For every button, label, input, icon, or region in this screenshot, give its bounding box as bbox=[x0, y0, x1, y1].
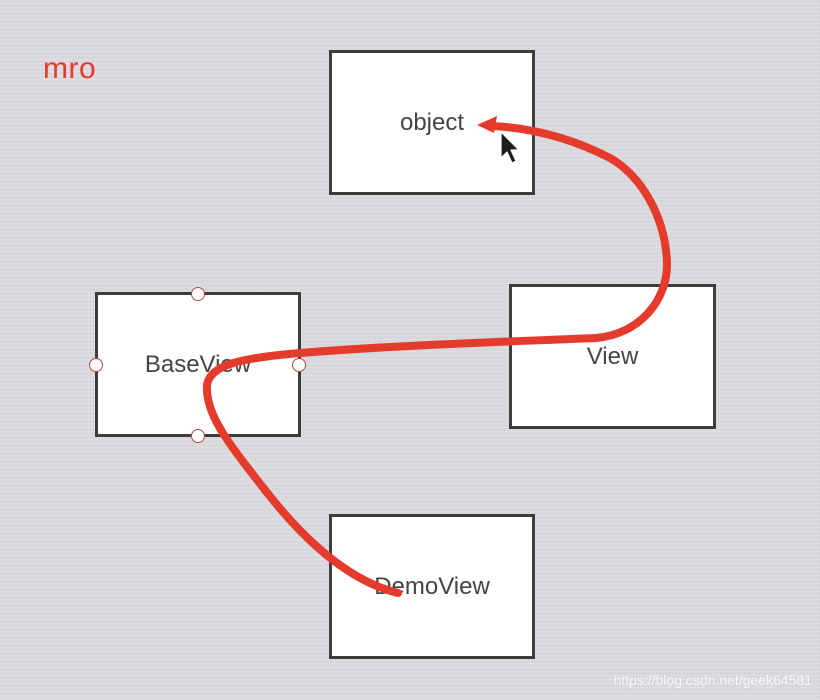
mro-path-annotation bbox=[202, 122, 672, 597]
node-demoview[interactable]: DemoView bbox=[329, 514, 535, 659]
node-object[interactable]: object bbox=[329, 50, 535, 195]
node-object-label: object bbox=[399, 108, 465, 136]
node-view-label: View bbox=[586, 342, 639, 370]
diagram-title: mro bbox=[43, 52, 97, 85]
node-view[interactable]: View bbox=[509, 284, 716, 429]
watermark-text: https://blog.csdn.net/geek64581 bbox=[613, 672, 812, 688]
cursor-icon bbox=[500, 131, 520, 164]
resize-handle-bottom[interactable] bbox=[191, 429, 205, 443]
resize-handle-top[interactable] bbox=[191, 287, 205, 301]
resize-handle-right[interactable] bbox=[292, 358, 306, 372]
arrowhead-icon bbox=[477, 116, 497, 133]
resize-handle-left[interactable] bbox=[89, 358, 103, 372]
